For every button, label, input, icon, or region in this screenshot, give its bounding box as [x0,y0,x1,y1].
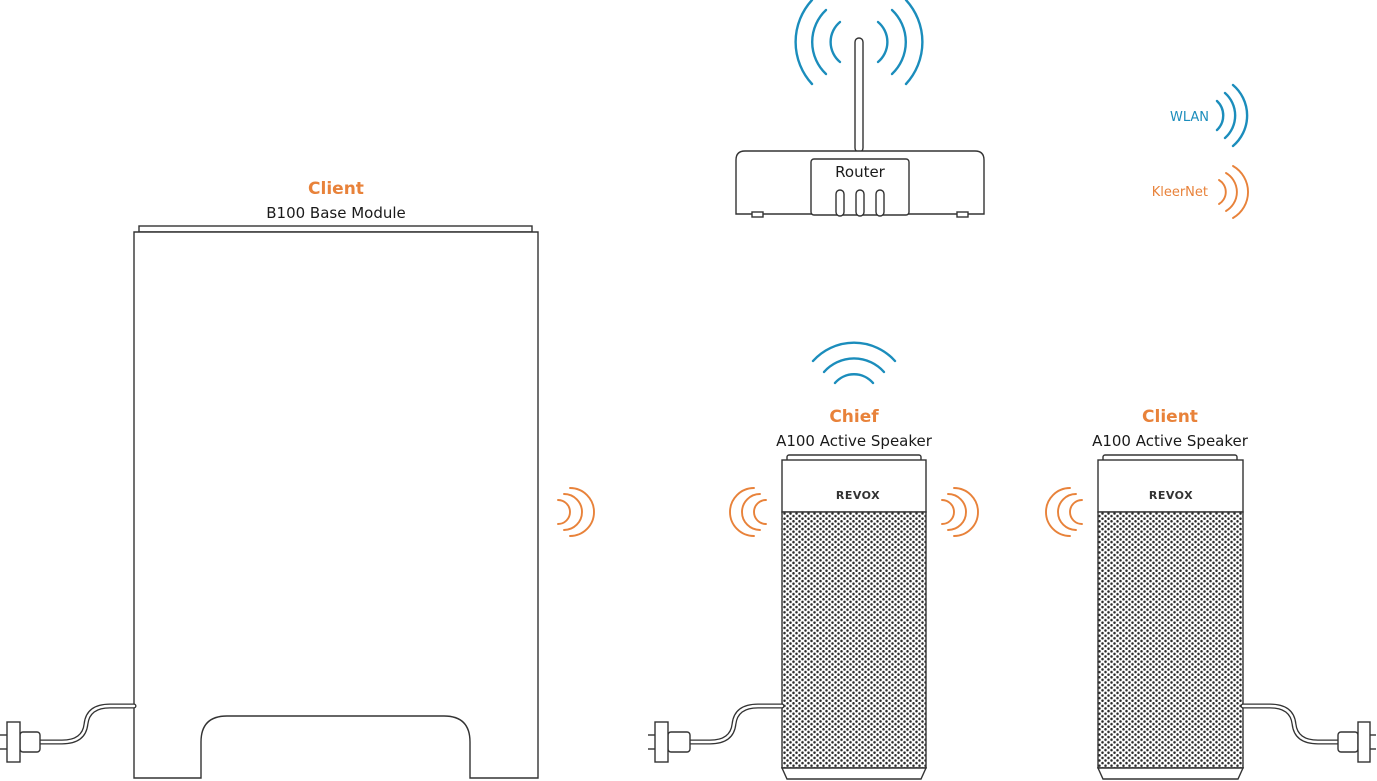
router-antenna [854,37,864,153]
speaker-client-role: Client [1142,407,1198,427]
speaker-client-grille [1097,511,1244,769]
base-module-body [133,231,539,779]
router-wlan-wave-icon [794,0,924,86]
wlan-wave-icon [1215,83,1249,148]
speaker-client-model: A100 Active Speaker [1092,432,1249,450]
plug-icon [648,721,691,763]
router-foot-left [751,211,764,218]
speaker-chief-model: A100 Active Speaker [776,432,933,450]
speaker-chief-power-cable [687,703,785,745]
legend-wlan-label: WLAN [1170,110,1209,125]
speaker-client-power-cable [1240,703,1341,745]
base-module-kleernet-wave-icon [557,487,595,537]
speaker-chief-grille [781,511,927,769]
speaker-chief-wlan-wave-icon [811,341,897,385]
kleernet-wave-icon [1218,165,1249,219]
plug-icon [0,721,41,763]
legend-kleernet-label: KleerNet [1152,185,1208,200]
speaker-chief: Chief A100 Active Speaker REVOX [648,341,979,780]
base-module-model: B100 Base Module [266,204,406,222]
speaker-client-brand: REVOX [1149,489,1193,502]
base-module-top [138,225,533,233]
router-foot-right [956,211,969,218]
legend: WLAN KleerNet [1152,83,1249,219]
base-module-power-cable [37,703,137,745]
speaker-chief-base [780,767,928,780]
router-led [835,189,845,217]
speaker-chief-brand: REVOX [836,489,880,502]
speaker-client-head [1097,459,1244,513]
base-module-role: Client [308,179,364,199]
router-led [875,189,885,217]
speaker-chief-role: Chief [829,407,879,427]
speaker-client: Client A100 Active Speaker REVOX [1045,407,1376,780]
plug-icon [1337,721,1376,763]
router-led [855,189,865,217]
speaker-client-base [1096,767,1245,780]
speaker-chief-head [781,459,927,513]
router: Router [735,0,985,218]
base-module: Client B100 Base Module [0,179,595,779]
speaker-chief-kleernet-wave-left-icon [729,487,767,537]
speaker-chief-kleernet-wave-right-icon [941,487,979,537]
router-label: Router [835,163,886,181]
speaker-client-kleernet-wave-icon [1045,487,1083,537]
